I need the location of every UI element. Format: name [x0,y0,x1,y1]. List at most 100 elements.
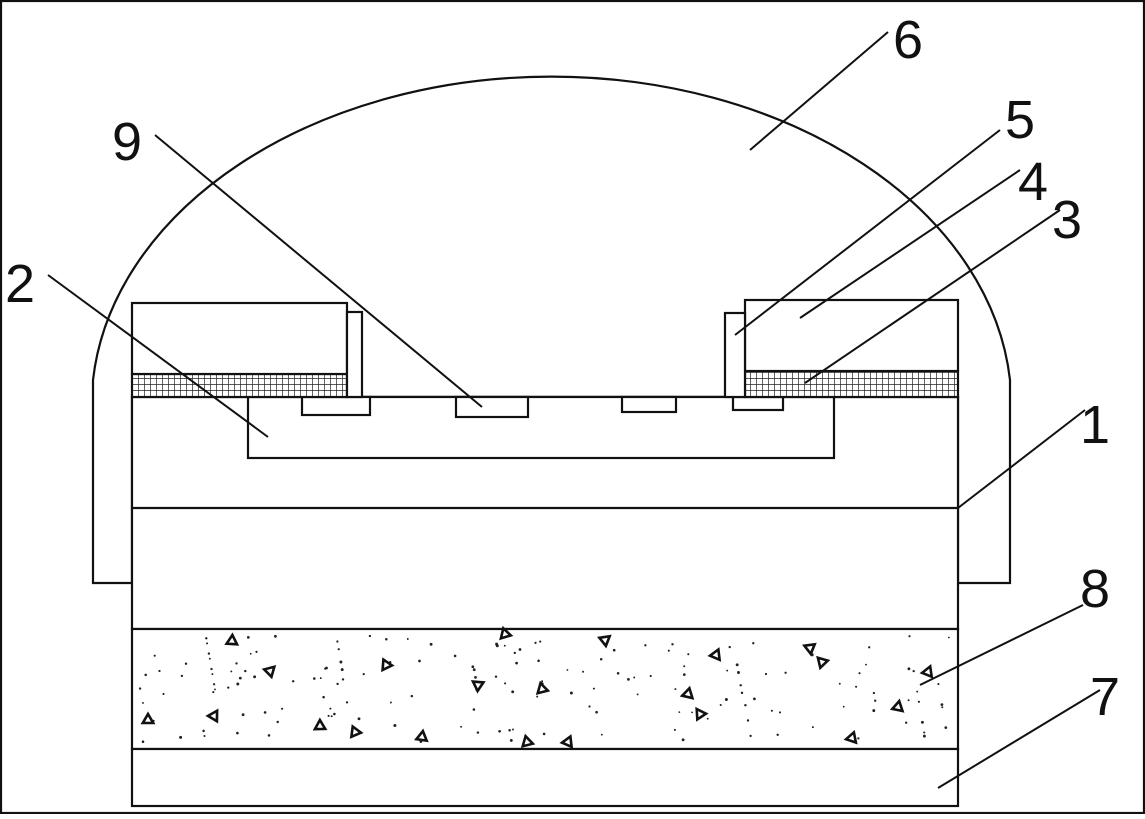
speckle-grain [559,734,574,749]
speckle-dot [920,720,924,724]
speckle-dot [838,682,841,685]
speckle-grain [140,711,156,725]
speckle-dot [749,734,752,738]
speckle-grain [470,680,486,694]
speckle-dot [227,686,230,689]
speckle-grain [535,680,551,696]
speckle-dot [385,637,388,641]
speckle-dot [784,671,787,674]
top-block-right [743,298,960,373]
speckle-dot [504,682,507,685]
speckle-dot [329,707,332,710]
speckle-dot [418,659,421,663]
speckle-dot [636,693,639,696]
speckle-particles [138,625,950,749]
leader-line-5 [734,129,1001,336]
speckle-dot [236,731,239,735]
speckle-dot [276,720,279,724]
speckle-dot [944,726,948,729]
speckle-dot [153,654,156,657]
speckle-dot [337,648,340,651]
speckle-dot [180,674,184,678]
speckle-dot [673,728,676,731]
speckle-dot [542,732,546,736]
speckle-dot [515,661,518,665]
speckle-dot [211,673,214,676]
label-7: 7 [1090,667,1120,727]
speckle-dot [368,634,372,638]
speckle-dot [541,680,544,683]
speckle-dot [737,671,740,674]
speckle-dot [868,646,871,649]
speckle-dot [874,699,877,702]
label-9: 9 [112,112,142,172]
speckle-dot [138,687,142,690]
speckle-dot [471,665,475,669]
speckle-grain [413,728,429,743]
speckle-dot [509,738,513,742]
speckle-dot [235,662,238,665]
speckle-dot [410,694,414,698]
speckle-dot [770,709,773,712]
speckle-dot [494,675,498,678]
speckle-dot [330,715,333,718]
dome-encapsulation [91,75,1012,585]
speckle-dot [947,636,950,639]
speckle-dot [212,683,216,686]
speckle-dot [357,717,361,721]
speckle-dot [336,682,339,686]
speckle-dot [539,640,542,643]
speckle-dot [206,642,209,645]
speckle-dot [333,712,336,716]
leader-line-1 [957,409,1086,509]
speckle-grain [843,729,858,745]
side-wall-left [345,310,364,399]
speckle-dot [207,652,211,655]
speckle-dot [336,640,339,643]
speckle-dot [202,729,205,733]
speckle-dot [776,733,779,737]
speckle-dot [857,737,860,740]
speckle-dot [474,676,477,679]
speckle-dot [312,677,316,680]
contact-pad-1 [300,395,372,417]
speckle-dot [208,657,211,660]
speckle-dot [671,643,674,646]
speckle-dot [667,649,670,652]
speckle-dot [752,642,755,645]
speckle-grain [707,647,722,662]
speckle-dot [498,729,501,733]
speckle-dot [144,673,147,677]
speckle-dot [872,691,876,695]
speckle-dot [599,658,603,661]
mesh-layer-left [130,372,349,399]
speckle-dot [937,683,940,686]
speckle-dot [267,734,271,737]
speckle-dot [739,684,742,687]
speckle-dot [916,690,919,693]
speckle-dot [566,669,569,671]
speckle-dot [503,644,506,647]
speckle-dot [162,692,165,696]
speckle-dot [633,676,636,679]
speckle-grain [381,657,395,673]
speckle-grain [919,663,934,679]
speckle-dot [719,703,722,707]
speckle-dot [588,705,591,708]
speckle-dot [534,641,537,645]
speckle-dot [726,669,729,672]
speckle-dot [460,725,463,728]
speckle-dot [569,691,573,695]
speckle-dot [536,695,539,698]
speckle-dot [940,703,944,706]
speckle-grain [349,724,364,739]
speckle-dot [327,714,330,717]
speckle-dot [205,637,208,640]
speckle-grain [261,664,277,680]
speckle-dot [142,701,144,704]
speckle-dot [512,728,514,731]
speckle-dot [674,688,677,691]
speckle-dot [811,726,814,729]
speckle-dot [842,705,845,708]
speckle-dot [518,648,522,651]
